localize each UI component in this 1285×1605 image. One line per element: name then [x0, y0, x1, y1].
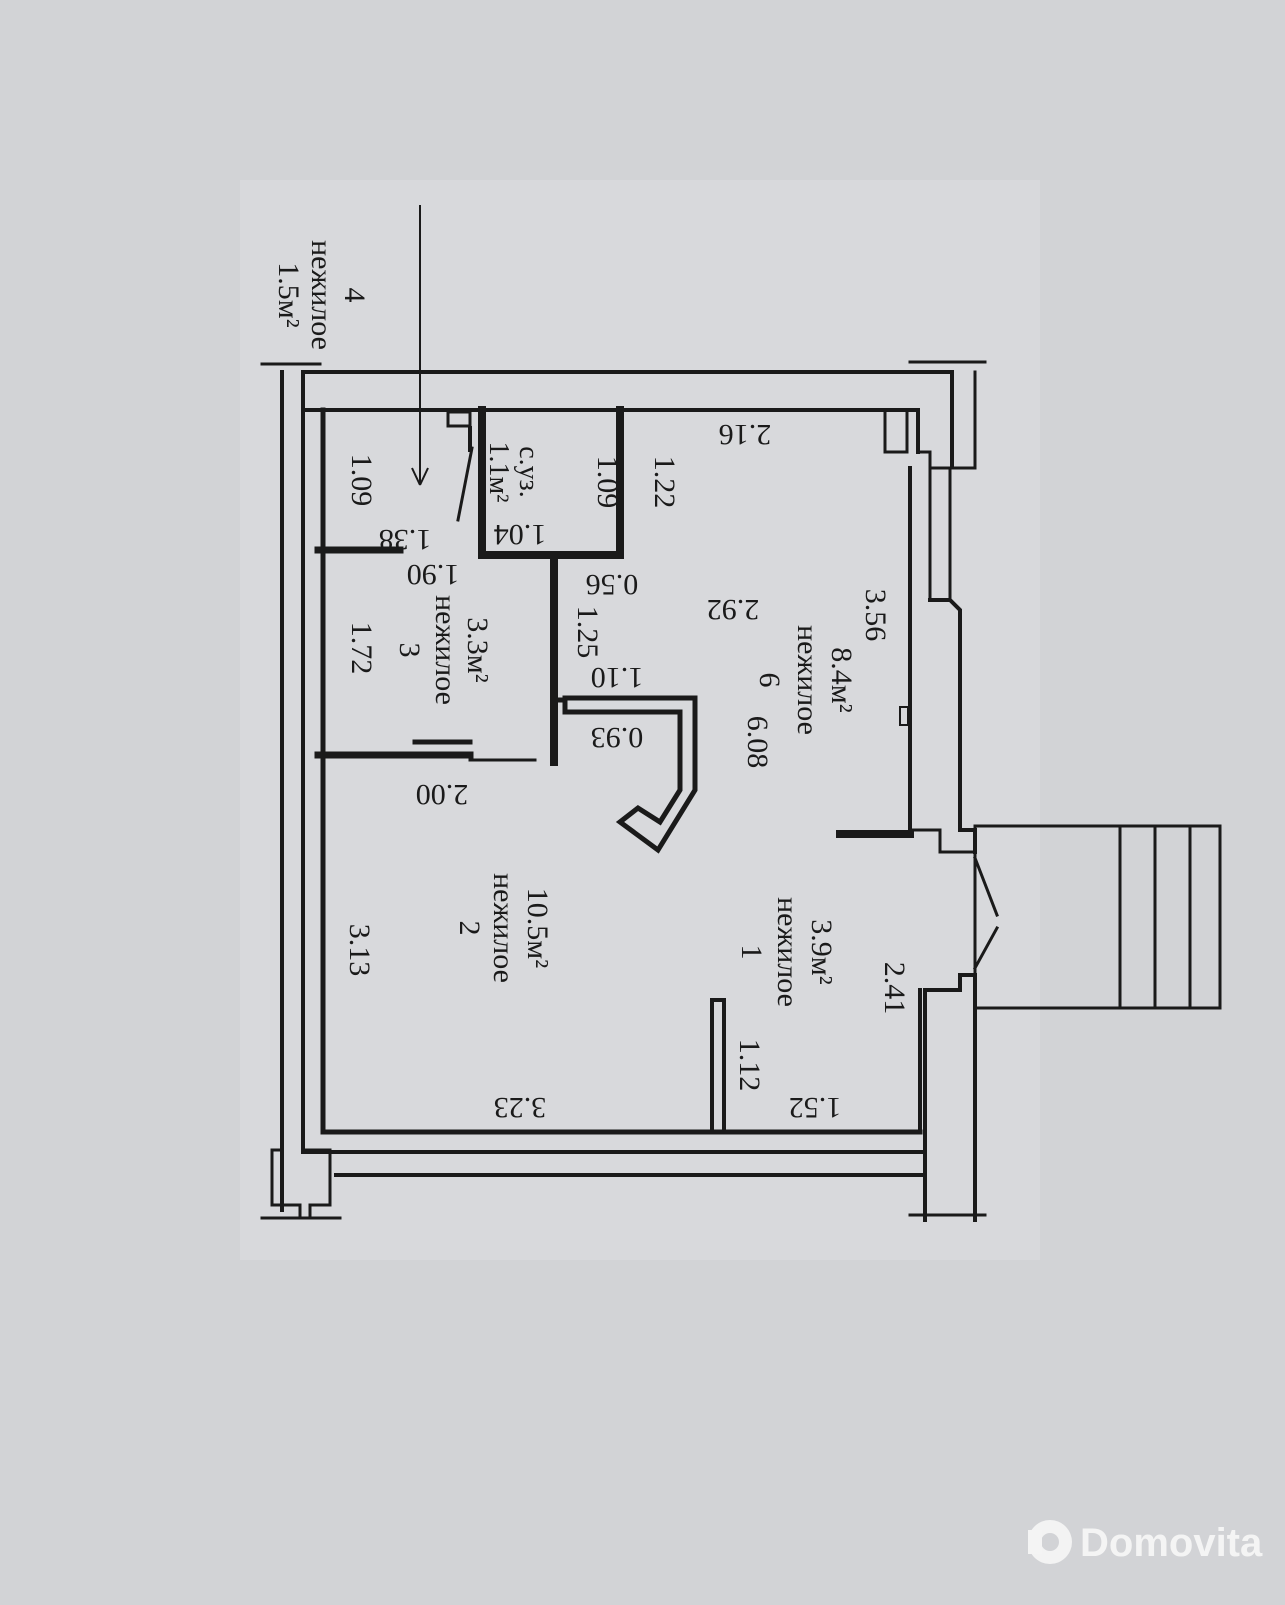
dim-label: 1.72 — [345, 622, 378, 675]
watermark: Domovita — [1028, 1520, 1263, 1565]
dim-label: 0.56 — [586, 568, 639, 601]
dim-label: 2.41 — [878, 962, 911, 1015]
leader-line-room-4 — [411, 205, 429, 486]
room-1-area: 3.9м² — [805, 919, 838, 984]
dim-label: 2.92 — [707, 593, 760, 626]
dim-label: 3.13 — [343, 924, 376, 977]
dim-label: 1.09 — [591, 456, 624, 509]
dim-label: 1.22 — [648, 456, 681, 509]
room-1-number: 1 — [735, 945, 768, 960]
room-4-number: 4 — [338, 288, 371, 303]
room-label-2: 2 нежилое 10.5м² — [453, 873, 554, 983]
entrance-steps — [973, 824, 1222, 1010]
dim-label: 1.10 — [591, 661, 644, 694]
wc-area: 1.1м² — [483, 441, 514, 502]
room-3-number: 3 — [393, 643, 426, 658]
room-3-name: нежилое — [429, 595, 462, 705]
room-label-1: 1 нежилое 3.9м² — [735, 897, 838, 1007]
room-4-name: нежилое — [305, 240, 338, 350]
room-label-wc: с.уз. 1.1м² — [483, 441, 544, 502]
dim-label: 0.93 — [591, 721, 644, 754]
room-label-3: 3 нежилое 3.3м² — [393, 595, 494, 705]
dim-label: 1.12 — [733, 1039, 766, 1092]
room-3-area: 3.3м² — [461, 617, 494, 682]
dim-label: 1.25 — [571, 606, 604, 659]
dim-label: 1.90 — [407, 558, 460, 591]
room-6-number: 6 — [753, 673, 786, 688]
dim-label: 1.38 — [379, 523, 432, 556]
wc-name: с.уз. — [513, 446, 544, 498]
room-6-name: нежилое — [791, 625, 824, 735]
dim-label: 6.08 — [741, 716, 774, 769]
dim-label: 3.56 — [859, 589, 892, 642]
dim-label: 1.09 — [345, 454, 378, 507]
dim-label: 3.23 — [494, 1091, 547, 1124]
room-1-name: нежилое — [771, 897, 804, 1007]
dim-label: 1.04 — [494, 518, 547, 551]
room-4-area: 1.5м² — [272, 262, 305, 327]
room-6-area: 8.4м² — [825, 647, 858, 712]
dim-label: 1.52 — [789, 1091, 842, 1124]
walls — [260, 360, 1000, 1222]
dim-label: 2.00 — [416, 778, 469, 811]
watermark-text: Domovita — [1080, 1521, 1263, 1565]
paper-sheet — [240, 180, 1040, 1260]
room-2-name: нежилое — [487, 873, 520, 983]
dimension-labels: 1.09 1.38 1.04 1.09 1.22 2.16 1.90 0.56 … — [343, 418, 911, 1124]
dim-label: 2.16 — [719, 418, 772, 451]
room-label-6: 6 нежилое 8.4м² — [753, 625, 858, 735]
room-2-number: 2 — [453, 921, 486, 936]
room-label-4: 4 нежилое 1.5м² — [272, 240, 371, 350]
room-2-area: 10.5м² — [521, 888, 554, 968]
